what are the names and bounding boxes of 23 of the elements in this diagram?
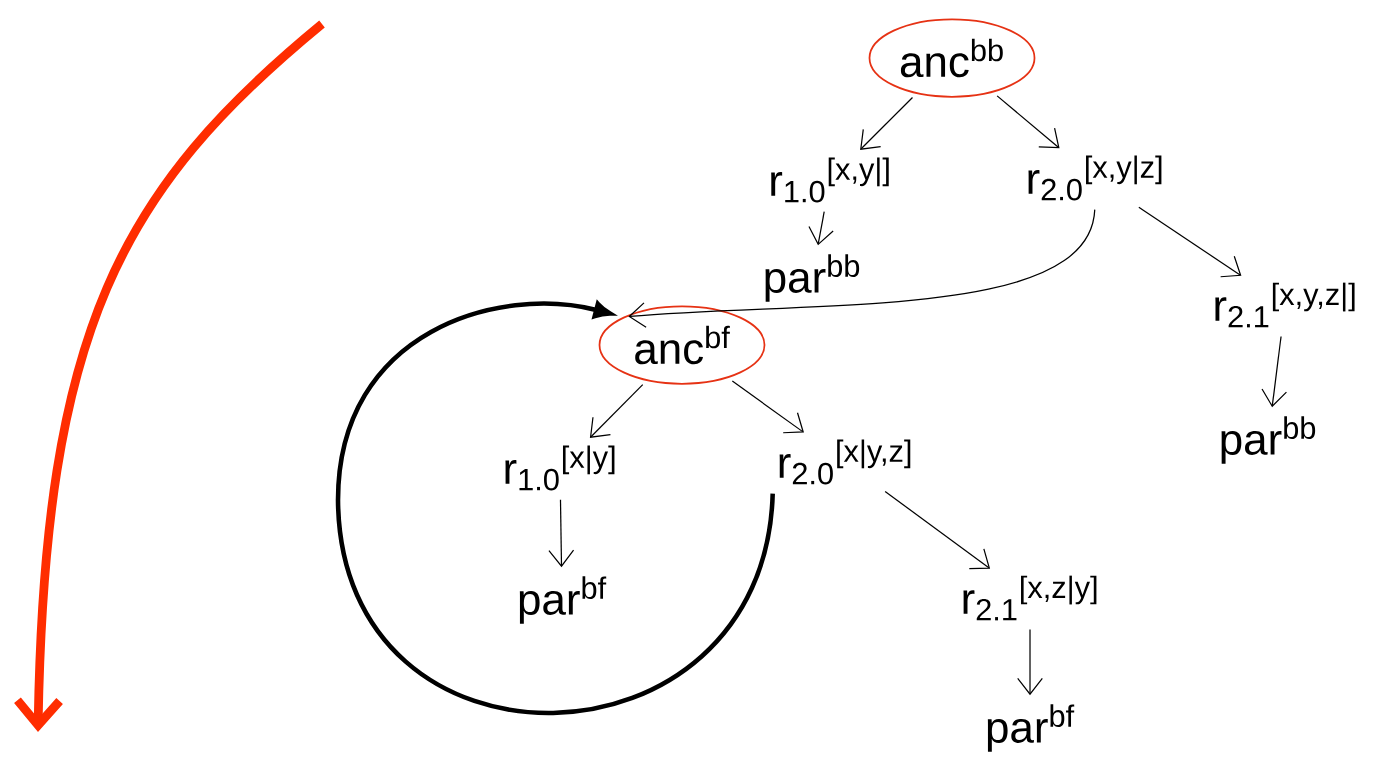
node-label: r$_{2.1}$[x,y,z|]: [1215, 282, 1355, 328]
node-label: r$_{2.1}$[x,z|y]: [963, 575, 1097, 621]
arrow: [996, 95, 1060, 149]
arrow: [1261, 335, 1288, 408]
arrow: [628, 209, 1096, 328]
arrow: [1017, 628, 1043, 696]
node-label: par$^{bf}$: [987, 704, 1075, 752]
node-label: par$^{bb}$: [1221, 416, 1316, 464]
arrow: [884, 490, 991, 570]
node-label: r$_{2.0}$[x|y,z]: [779, 439, 911, 485]
ellipse-node: anc$^{bb}$: [868, 18, 1036, 98]
arrow: [731, 380, 804, 434]
node-label: par$^{bf}$: [519, 576, 607, 624]
arrow: [860, 96, 914, 150]
arrow: [589, 383, 644, 438]
node-label: r$_{2.0}$[x,y|z]: [1028, 155, 1162, 201]
arrow: [548, 499, 575, 568]
node-label: par$^{bb}$: [765, 254, 860, 302]
ellipse-node: anc$^{bf}$: [598, 305, 766, 385]
arrow: [335, 301, 775, 716]
node-label: r$_{1.0}$[x,y|]: [771, 157, 889, 203]
node-label: r$_{1.0}$[x|y]: [505, 445, 615, 491]
arrow: [1138, 206, 1242, 278]
